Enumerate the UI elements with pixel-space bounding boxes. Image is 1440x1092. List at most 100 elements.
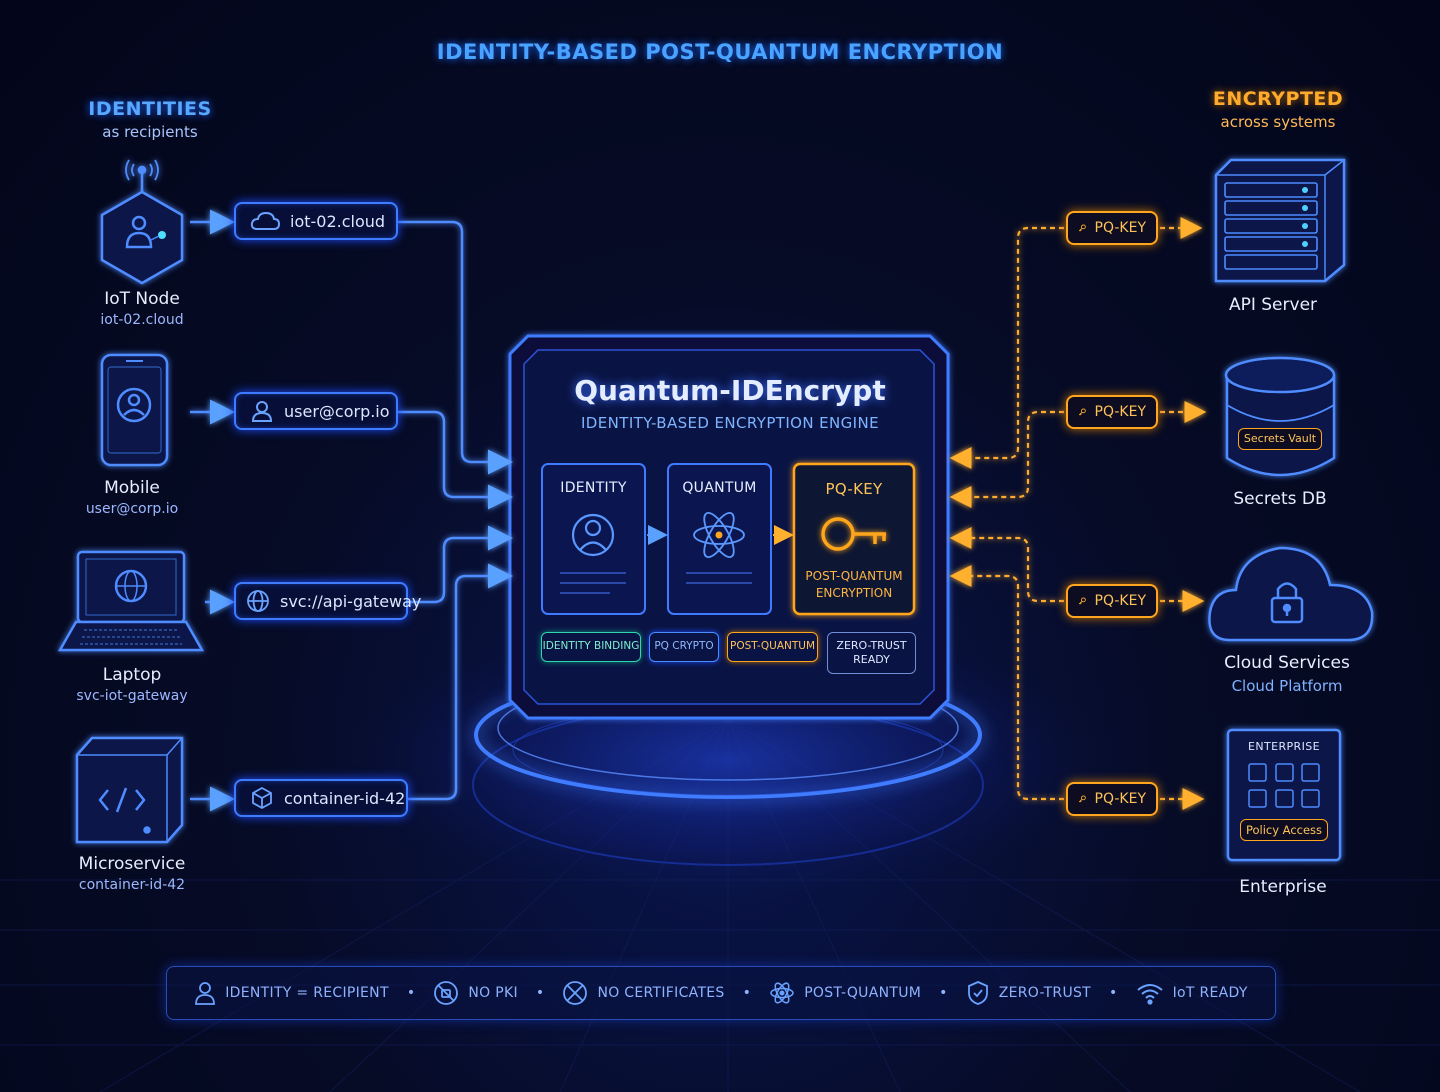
identity-label-microservice: Microservice container-id-42 xyxy=(52,854,212,893)
page-title: IDENTITY-BASED POST-QUANTUM ENCRYPTION xyxy=(436,40,1004,64)
identity-pill-label: iot-02.cloud xyxy=(290,211,386,231)
pq-key-pill-enterprise[interactable]: PQ-KEY xyxy=(1066,782,1158,816)
atom-icon xyxy=(770,982,794,1004)
identity-pill-laptop[interactable]: svc://api-gateway xyxy=(234,582,421,620)
key-icon xyxy=(821,517,886,551)
target-label-api: API Server xyxy=(1193,295,1353,315)
engine-cards xyxy=(541,462,916,616)
footer-label: IoT READY xyxy=(1172,985,1248,1001)
cube-icon xyxy=(252,786,272,810)
separator-dot: • xyxy=(742,985,752,1001)
card-pqkey-title: PQ-KEY xyxy=(825,480,883,498)
mobile-icon xyxy=(100,353,169,467)
separator-dot: • xyxy=(1109,985,1118,1001)
footer-item-no-certificates: NO CERTIFICATES xyxy=(562,980,724,1006)
target-name: Cloud Services xyxy=(1224,653,1350,673)
identity-pill-iot[interactable]: iot-02.cloud xyxy=(234,202,398,240)
identity-label-mobile: Mobile user@corp.io xyxy=(52,478,212,517)
separator-dot: • xyxy=(939,985,948,1001)
identity-pill-label: container-id-42 xyxy=(284,788,406,808)
target-name: Secrets DB xyxy=(1233,489,1327,509)
target-label-enterprise: Enterprise xyxy=(1203,877,1363,897)
engine-title: Quantum-IDEncrypt xyxy=(574,374,886,407)
wifi-icon xyxy=(1136,984,1163,1005)
footer-item-identity: IDENTITY = RECIPIENT xyxy=(194,981,389,1005)
tag-post-quantum: POST-QUANTUM xyxy=(727,632,818,662)
encrypted-header-subtitle: across systems xyxy=(1220,113,1336,131)
atom-icon xyxy=(693,511,745,559)
identities-header-title: IDENTITIES xyxy=(88,98,212,120)
key-connectors xyxy=(949,217,1207,810)
pq-key-pill-api[interactable]: PQ-KEY xyxy=(1066,211,1158,245)
separator-dot: • xyxy=(535,985,545,1001)
cloud-services-icon xyxy=(1208,546,1374,642)
footer-label: NO PKI xyxy=(468,985,518,1001)
tag-pq-crypto: PQ CRYPTO xyxy=(649,632,719,662)
card-identity-title: IDENTITY xyxy=(560,480,627,496)
no-pki-icon xyxy=(434,981,459,1005)
cloud-icon xyxy=(250,211,280,230)
identity-name: IoT Node xyxy=(104,289,180,309)
identity-label-laptop: Laptop svc-iot-gateway xyxy=(52,665,212,704)
target-label-secrets: Secrets DB xyxy=(1200,489,1360,509)
tag-zero-trust-line1: ZERO-TRUST xyxy=(836,639,907,653)
footer-item-no-pki: NO PKI xyxy=(433,980,518,1006)
key-icon xyxy=(1078,224,1086,232)
footer-label: ZERO-TRUST xyxy=(998,985,1092,1001)
secrets-vault-badge: Secrets Vault xyxy=(1238,428,1322,450)
target-name: Enterprise xyxy=(1239,877,1327,897)
policy-access-badge: Policy Access xyxy=(1240,819,1328,841)
card-pqkey-caption: POST-QUANTUM ENCRYPTION xyxy=(794,568,914,603)
tag-identity-binding: IDENTITY BINDING xyxy=(541,632,641,662)
user-circle-icon xyxy=(571,513,615,557)
identity-name: Laptop xyxy=(102,665,162,685)
footer-label: NO CERTIFICATES xyxy=(597,985,725,1001)
user-icon xyxy=(251,401,273,422)
no-certificate-icon xyxy=(563,981,588,1005)
footer-label: IDENTITY = RECIPIENT xyxy=(225,985,389,1001)
identity-label-iot: IoT Node iot-02.cloud xyxy=(62,289,222,328)
footer-item-iot-ready: IoT READY xyxy=(1136,981,1248,1005)
pq-key-label: PQ-KEY xyxy=(1094,593,1146,609)
identity-detail: svc-iot-gateway xyxy=(76,688,188,704)
identities-header-subtitle: as recipients xyxy=(102,123,198,141)
identity-connectors xyxy=(190,209,513,812)
pqkey-caption-line1: POST-QUANTUM xyxy=(805,569,903,583)
pq-key-pill-secrets[interactable]: PQ-KEY xyxy=(1066,395,1158,429)
shield-icon xyxy=(967,981,988,1005)
enterprise-header: ENTERPRISE xyxy=(1248,740,1320,753)
key-icon xyxy=(1078,408,1086,416)
encrypted-header: ENCRYPTED across systems xyxy=(1188,88,1368,131)
card-quantum-title: QUANTUM xyxy=(682,480,757,496)
tag-zero-trust: ZERO-TRUST READY xyxy=(827,632,916,674)
microservice-icon xyxy=(75,736,184,844)
globe-icon xyxy=(247,590,269,612)
target-label-cloud: Cloud Services Cloud Platform xyxy=(1197,653,1377,695)
pq-key-label: PQ-KEY xyxy=(1094,791,1146,807)
separator-dot: • xyxy=(406,985,416,1001)
pqkey-caption-line2: ENCRYPTION xyxy=(815,586,893,601)
user-icon xyxy=(195,982,216,1005)
footer-item-post-quantum: POST-QUANTUM xyxy=(769,980,921,1006)
iot-node-icon xyxy=(100,159,184,285)
identity-pill-label: user@corp.io xyxy=(284,401,390,421)
identity-pill-mobile[interactable]: user@corp.io xyxy=(234,392,398,430)
target-detail: Cloud Platform xyxy=(1231,677,1343,695)
secrets-db-icon xyxy=(1224,356,1336,477)
identity-detail: user@corp.io xyxy=(85,501,179,517)
laptop-icon xyxy=(57,550,205,652)
tag-zero-trust-line2: READY xyxy=(853,653,890,666)
identity-pill-microservice[interactable]: container-id-42 xyxy=(234,779,408,817)
identities-header: IDENTITIES as recipients xyxy=(60,98,240,141)
encrypted-header-title: ENCRYPTED xyxy=(1212,88,1344,110)
identity-detail: container-id-42 xyxy=(78,877,186,893)
identity-name: Mobile xyxy=(104,478,160,498)
target-name: API Server xyxy=(1228,295,1318,315)
pq-key-pill-cloud[interactable]: PQ-KEY xyxy=(1066,584,1158,618)
footer-item-zero-trust: ZERO-TRUST xyxy=(966,980,1091,1006)
key-icon xyxy=(1078,795,1086,803)
key-icon xyxy=(1078,597,1086,605)
pq-key-label: PQ-KEY xyxy=(1094,220,1146,236)
identity-detail: iot-02.cloud xyxy=(100,312,184,328)
